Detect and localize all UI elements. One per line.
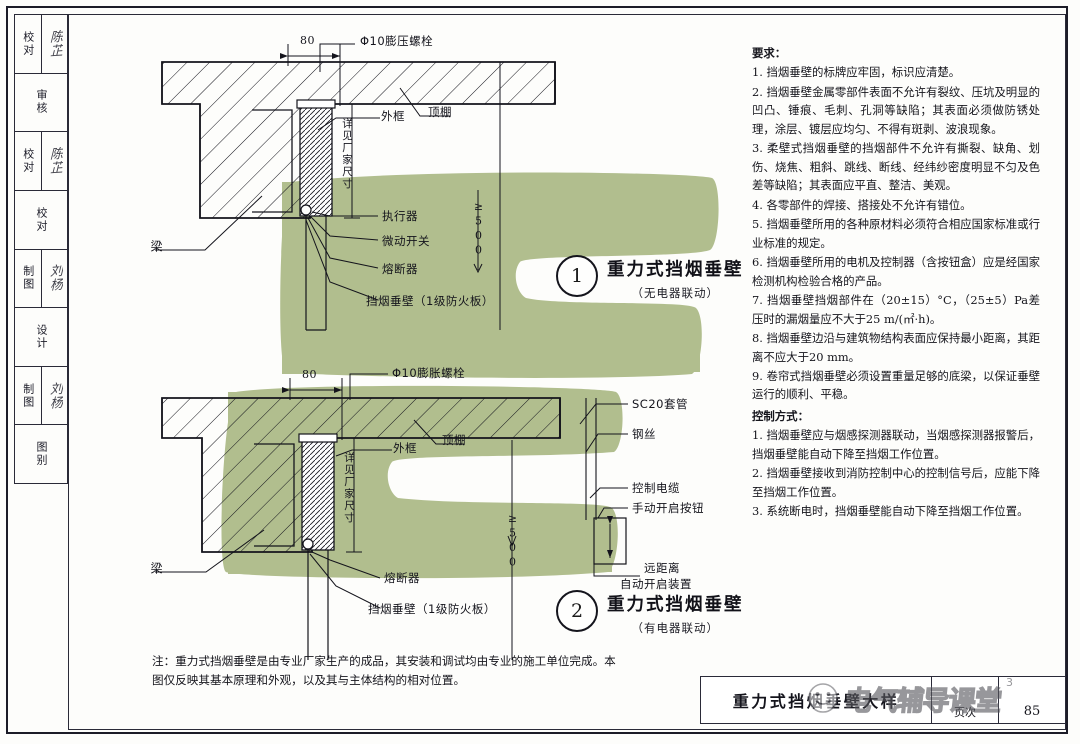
title-block-label-1: 审核	[35, 89, 48, 116]
detail-1-geometry	[155, 43, 556, 331]
requirements-heading: 要求：	[752, 46, 787, 60]
drawing-title-cell: 重力式挡烟垂壁大样	[701, 677, 932, 723]
title-block-label-6: 制图	[21, 382, 35, 409]
title-block-label-3: 校对	[35, 206, 48, 233]
detail-2-curtain-label: 挡烟垂壁（1级防火板）	[368, 602, 496, 616]
detail-1-ceiling-label: 顶棚	[428, 105, 452, 119]
title-block-row-1: 审核	[15, 74, 67, 133]
title-block-row-0: 校对 陈芷	[15, 15, 67, 74]
title-block-row-7: 图别	[15, 425, 67, 483]
title-block-row-3: 校对	[15, 191, 67, 250]
detail-1-title-group: 重力式挡烟垂壁 （无电器联动）	[607, 255, 744, 301]
detail-2-conduit-label: SC20套管	[632, 397, 688, 411]
detail-1-title: 重力式挡烟垂壁	[607, 260, 744, 280]
detail-2-number-bubble: 2	[556, 590, 598, 632]
detail-1-subtitle: （无电器联动）	[631, 286, 719, 300]
detail-1-fuse-label: 熔断器	[382, 262, 418, 276]
detail-1-dim-80: 80	[300, 34, 315, 47]
requirement-item: 3. 柔壁式挡烟垂壁的挡烟部件不允许有撕裂、缺角、划伤、烧焦、粗斜、跳线、断线、…	[752, 141, 1040, 193]
detail-2-height-dim: ≥500	[506, 512, 519, 570]
control-method-heading: 控制方式：	[752, 408, 809, 423]
detail-2-remote-device-label-2: 自动开启装置	[620, 577, 692, 591]
detail-2-subtitle: （有电器联动）	[631, 621, 719, 635]
title-block-row-2: 校对 陈芷	[15, 132, 67, 191]
bottom-note: 注：重力式挡烟垂壁是由专业厂家生产的成品，其安装和调试均由专业的施工单位完成。本…	[152, 654, 616, 688]
page-label: 页次	[954, 705, 976, 719]
title-block-label-cell-2: 校对	[15, 132, 42, 190]
title-block-label-cell-3: 校对	[15, 191, 67, 249]
sheet-border-inner	[68, 14, 1066, 730]
requirements-panel: 要求： 1. 挡烟垂壁的标牌应牢固，标识应清楚。 2. 挡烟垂壁金属零部件表面不…	[752, 44, 1040, 522]
detail-2-dim-80: 80	[302, 368, 317, 381]
requirement-item: 6. 挡烟垂壁所用的电机及控制器（含按钮盒）应是经国家检测机构检验合格的产品。	[752, 255, 1040, 288]
page-label-cell-top	[932, 677, 998, 700]
control-method-item: 3. 系统断电时，挡烟垂壁能自动下降至挡烟工作位置。	[752, 504, 1029, 519]
detail-2-geometry	[155, 373, 640, 660]
detail-2-fuse-label: 熔断器	[384, 571, 420, 585]
detail-1-height-dim: ≥500	[472, 200, 485, 258]
page-number-cell: 85	[999, 677, 1065, 723]
drawing-title: 重力式挡烟垂壁大样	[732, 692, 900, 711]
title-block-label-cell-4: 制图	[15, 249, 42, 308]
detail-2-title: 重力式挡烟垂壁	[607, 595, 744, 615]
requirement-item: 9. 卷帘式挡烟垂壁必须设置重量足够的底梁，以保证垂壁运行的顺利、平稳。	[752, 368, 1040, 402]
control-method-item: 2. 挡烟垂壁接收到消防控制中心的控制信号后，应能下降至挡烟工作位置。	[752, 466, 1040, 499]
control-method-item: 1. 挡烟垂壁应与烟感探测器联动，当烟感探测器报警后，挡烟垂壁能自动下降至挡烟工…	[752, 428, 1040, 461]
title-block-label-cell-0: 校对	[15, 15, 42, 73]
requirement-item: 7. 挡烟垂壁挡烟部件在（20±15）°C，（25±5）Pa差压时的漏烟量应不大…	[752, 293, 1040, 326]
title-block-label-cell-7: 图别	[15, 425, 67, 483]
title-block-row-4: 制图 刘杨	[15, 249, 67, 309]
title-block-label-cell-6: 制图	[15, 366, 42, 425]
detail-2-ceiling-label: 顶棚	[442, 433, 466, 447]
detail-2-title-group: 重力式挡烟垂壁 （有电器联动）	[607, 590, 744, 636]
detail-1-micro-switch-label: 微动开关	[382, 234, 430, 248]
detail-2-bolt-label: Φ10膨胀螺栓	[392, 366, 466, 380]
sheet-border-outer	[6, 6, 1068, 734]
detail-1-factory-dim-label: 详见厂家尺寸	[341, 118, 353, 190]
title-block-label-2: 校对	[21, 148, 35, 175]
requirement-item: 8. 挡烟垂壁边沿与建筑物结构表面应保持最小距离，其距离不应大于20 mm。	[752, 331, 1040, 364]
title-block-label-0: 校对	[21, 30, 35, 57]
detail-1-outer-frame-label: 外框	[381, 109, 405, 123]
title-block-label-cell-1: 审核	[15, 74, 67, 132]
requirement-item: 5. 挡烟垂壁所用的各种原材料必须符合相应国家标准或行业标准的规定。	[752, 217, 1040, 250]
requirement-item: 1. 挡烟垂壁的标牌应牢固，标识应清楚。	[752, 65, 961, 80]
title-block-row-6: 制图 刘杨	[15, 366, 67, 426]
detail-2-factory-dim-label: 详见厂家尺寸	[343, 452, 355, 524]
title-block-label-4: 制图	[21, 265, 35, 292]
left-title-block: 校对 陈芷 审核 校对 陈芷 校对 制图	[14, 14, 68, 484]
detail-1-number-bubble: 1	[556, 255, 598, 297]
page-number: 85	[1023, 704, 1041, 719]
bottom-title-block: 重力式挡烟垂壁大样 页次 85	[700, 676, 1066, 724]
detail-2-wire-label: 钢丝	[632, 427, 656, 441]
detail-1-beam-label: 梁	[149, 240, 163, 254]
detail-2-beam-label: 梁	[149, 562, 163, 576]
detail-1-callout: 1 重力式挡烟垂壁 （无电器联动）	[556, 255, 744, 301]
title-block-label-7: 图别	[35, 441, 48, 468]
requirement-item: 2. 挡烟垂壁金属零部件表面不允许有裂纹、压坑及明显的凹凸、锤痕、毛刺、孔洞等缺…	[752, 84, 1040, 136]
detail-2-control-cable-label: 控制电缆	[632, 481, 680, 495]
detail-2-manual-button-label: 手动开启按钮	[632, 501, 704, 515]
title-block-label-5: 设计	[35, 323, 48, 350]
page-number-cell-top	[999, 677, 1065, 700]
detail-1-bolt-label: Φ10膨压螺栓	[360, 34, 434, 48]
detail-2-outer-frame-label: 外框	[393, 441, 417, 455]
detail-1-curtain-label: 挡烟垂壁（1级防火板）	[366, 294, 494, 308]
title-block-label-cell-5: 设计	[15, 308, 67, 366]
requirement-item: 4. 各零部件的焊接、搭接处不允许有错位。	[752, 197, 972, 212]
detail-2-remote-device-label-1: 远距离	[644, 561, 680, 575]
detail-1-actuator-label: 执行器	[382, 209, 418, 223]
page-label-cell: 页次	[932, 677, 999, 723]
detail-2-callout: 2 重力式挡烟垂壁 （有电器联动）	[556, 590, 744, 636]
title-block-row-5: 设计	[15, 308, 67, 367]
